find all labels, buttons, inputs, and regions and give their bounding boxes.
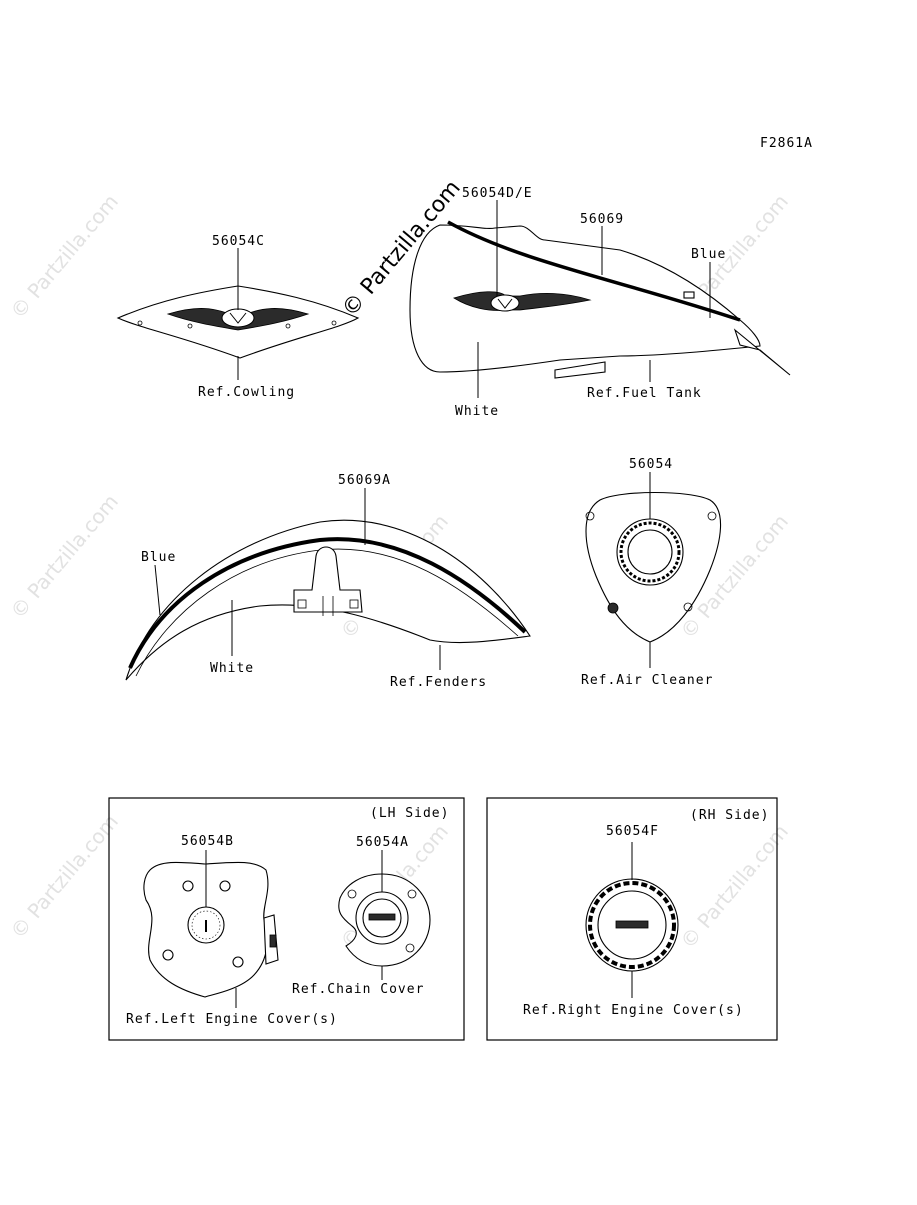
fuel-tank-part-stripe: 56069 bbox=[580, 212, 624, 227]
chain-cover-bolt-icon bbox=[405, 943, 415, 953]
fuel-tank-color-body: White bbox=[455, 404, 499, 419]
fender-stripe bbox=[128, 537, 527, 669]
fender-bracket-hole bbox=[297, 599, 307, 609]
fuel-tank-ref-label: Ref.Fuel Tank bbox=[587, 386, 702, 401]
lh-side-panel: (LH Side) 56054B Ref.Left Engine Cover(s… bbox=[108, 797, 465, 1041]
kawasaki-logo-icon bbox=[615, 920, 649, 929]
watermark-text: © Partzilla.com bbox=[5, 490, 123, 624]
air-cleaner-group: 56054 Ref.Air Cleaner bbox=[581, 457, 722, 688]
fender-bracket-hole bbox=[349, 599, 359, 609]
right-engine-cover-ref-label: Ref.Right Engine Cover(s) bbox=[523, 1003, 744, 1018]
left-engine-cover-tab-mark bbox=[269, 934, 277, 948]
fender-color-body: White bbox=[210, 661, 254, 676]
fender-group: 56069A Blue White Ref.Fenders bbox=[125, 473, 531, 690]
chain-cover-bolt-icon bbox=[347, 889, 357, 899]
v-logo-icon bbox=[497, 298, 513, 309]
air-cleaner-bolt-icon bbox=[683, 602, 693, 612]
fender-blue-leader bbox=[154, 564, 161, 616]
right-engine-cover-part-number: 56054F bbox=[606, 824, 659, 839]
left-engine-cover-bolt-icon bbox=[182, 880, 194, 892]
cowling-hole bbox=[331, 320, 337, 326]
cowling-hole bbox=[137, 320, 143, 326]
watermark-text: © Partzilla.com bbox=[675, 820, 793, 954]
air-cleaner-badge-teeth bbox=[619, 521, 681, 583]
right-engine-cover-teeth bbox=[588, 881, 676, 969]
air-cleaner-part-number: 56054 bbox=[629, 457, 673, 472]
left-engine-cover-bolt-icon bbox=[162, 949, 174, 961]
fender-color-stripe: Blue bbox=[141, 550, 176, 565]
chain-cover-part-number: 56054A bbox=[356, 835, 409, 850]
air-cleaner-bolt-icon bbox=[707, 511, 717, 521]
left-engine-cover-ref-label: Ref.Left Engine Cover(s) bbox=[126, 1012, 338, 1027]
cowling-hole bbox=[285, 323, 291, 329]
rh-side-frame bbox=[486, 797, 778, 1041]
kawasaki-logo-icon bbox=[368, 913, 396, 921]
cowling-part-number: 56054C bbox=[212, 234, 265, 249]
lh-side-frame bbox=[108, 797, 465, 1041]
fuel-tank-color-stripe: Blue bbox=[691, 247, 726, 262]
air-cleaner-bolt-icon bbox=[585, 511, 595, 521]
left-engine-cover-part-number: 56054B bbox=[181, 834, 234, 849]
fuel-tank-mount bbox=[554, 361, 606, 379]
air-cleaner-bolt-icon bbox=[607, 602, 619, 614]
cowling-ref-label: Ref.Cowling bbox=[198, 385, 295, 400]
left-engine-cover-bolt-icon bbox=[219, 880, 231, 892]
rh-side-panel: (RH Side) 56054F Ref.Right Engine Cover(… bbox=[486, 797, 778, 1041]
air-cleaner-ref-label: Ref.Air Cleaner bbox=[581, 673, 713, 688]
left-engine-cover-gauge-ticks bbox=[191, 910, 221, 940]
cowling-hole bbox=[187, 323, 193, 329]
watermark-text: © Partzilla.com bbox=[5, 190, 123, 324]
fuel-tank-emblem-wings bbox=[453, 291, 592, 311]
fuel-tank-tail bbox=[733, 328, 791, 376]
fender-ref-label: Ref.Fenders bbox=[390, 675, 487, 690]
chain-cover-ref-label: Ref.Chain Cover bbox=[292, 982, 424, 997]
rh-side-title: (RH Side) bbox=[690, 808, 769, 823]
cowling-group: 56054C Ref.Cowling bbox=[116, 234, 360, 400]
cowling-emblem-oval bbox=[221, 308, 255, 328]
lh-side-title: (LH Side) bbox=[370, 806, 449, 821]
fender-bracket bbox=[293, 546, 363, 613]
air-cleaner-badge-center bbox=[627, 529, 673, 575]
watermark-text: © Partzilla.com bbox=[5, 810, 123, 944]
fender-part-number: 56069A bbox=[338, 473, 391, 488]
fuel-tank-group: 56054D/E 56069 Blue White Ref.Fuel Tank bbox=[409, 186, 791, 419]
fuel-tank-part-main: 56054D/E bbox=[462, 186, 533, 201]
left-engine-cover-bolt-icon bbox=[232, 956, 244, 968]
v-logo-icon bbox=[229, 312, 247, 324]
fuel-cap-icon bbox=[683, 291, 695, 299]
fuel-tank-stripe bbox=[447, 220, 741, 322]
figure-code: F2861A bbox=[760, 136, 813, 151]
chain-cover-bolt-icon bbox=[407, 889, 417, 899]
